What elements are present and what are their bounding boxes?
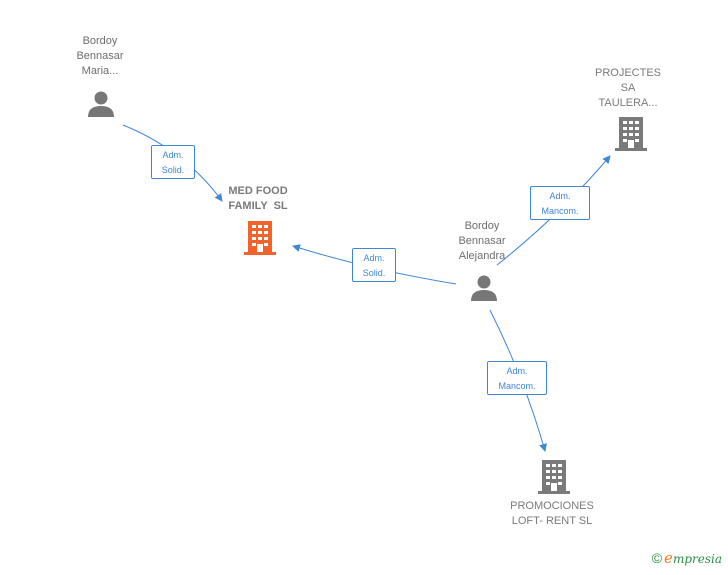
company-promociones-name-line: PROMOCIONES [510,500,594,512]
company-projectes-name-line: TAULERA... [598,97,658,109]
person-maria-name-line: Maria... [81,65,119,77]
building-icon[interactable] [615,116,647,152]
person-icon[interactable] [86,89,116,119]
company-medfood-name[interactable]: MED FOOD FAMILY SL [212,184,304,214]
copyright-symbol: © [651,550,663,566]
person-alejandra-name[interactable]: Bordoy Bennasar Alejandra [440,219,524,264]
edge-label-alejandra-promociones[interactable]: Adm. Mancom. [487,361,547,395]
edge-label-alejandra-projectes[interactable]: Adm. Mancom. [530,186,590,220]
edge-label-alejandra-medfood[interactable]: Adm. Solid. [352,248,396,282]
edge-label-line: Solid. [161,165,185,175]
edge-label-line: Adm. [506,366,528,376]
building-icon[interactable] [538,459,570,495]
person-alejandra-name-line: Bordoy [464,220,500,232]
edge-label-line: Mancom. [498,381,536,391]
person-icon[interactable] [469,273,499,303]
person-maria-name-line: Bennasar [76,50,124,62]
edge-label-line: Adm. [162,150,184,160]
company-promociones-name-line: LOFT- RENT SL [511,515,593,527]
person-alejandra-name-line: Bennasar [458,235,506,247]
building-icon[interactable] [244,220,276,256]
company-projectes-name[interactable]: PROJECTES SA TAULERA... [584,66,672,111]
brand-initial: e [664,549,673,567]
edge-label-line: Adm. [549,191,571,201]
edge-label-maria-medfood[interactable]: Adm. Solid. [151,145,195,179]
company-projectes-name-line: SA [620,82,636,94]
edge-label-line: Mancom. [541,206,579,216]
empresia-logo: ©empresia [652,549,722,567]
person-maria-name[interactable]: Bordoy Bennasar Maria... [58,34,142,79]
person-maria-name-line: Bordoy [82,35,118,47]
company-medfood-name-line: FAMILY SL [228,200,288,212]
company-promociones-name[interactable]: PROMOCIONES LOFT- RENT SL [494,499,610,529]
company-medfood-name-line: MED FOOD [228,185,288,197]
person-alejandra-name-line: Alejandra [458,250,506,262]
company-projectes-name-line: PROJECTES [594,67,661,79]
edge-label-line: Solid. [362,268,386,278]
edge-label-line: Adm. [363,253,385,263]
brand-name: mpresia [672,552,722,566]
